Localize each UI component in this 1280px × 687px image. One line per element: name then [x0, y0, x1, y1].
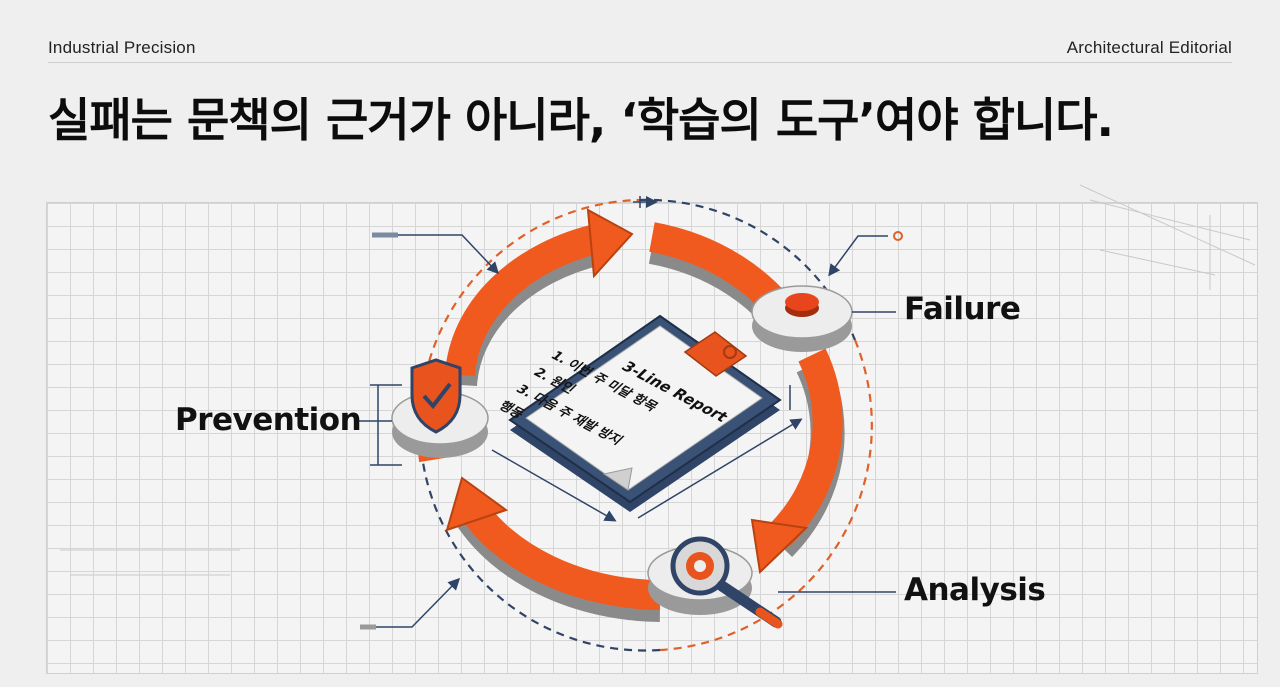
shield-check-icon	[410, 358, 462, 434]
failure-node	[751, 285, 853, 352]
prevention-node	[391, 358, 489, 458]
leader-lines	[354, 196, 903, 630]
header-right-label: Architectural Editorial	[1066, 38, 1232, 57]
page-headline: 실패는 문책의 근거가 아니라, ‘학습의 도구’여야 합니다.	[48, 93, 1114, 147]
dashed-ring	[418, 198, 873, 652]
failure-label: Failure	[904, 291, 1021, 327]
red-button-icon	[785, 293, 819, 311]
top-bar: Industrial Precision Architectural Edito…	[48, 34, 1232, 63]
header-left-label: Industrial Precision	[48, 38, 196, 57]
magnifier-gear-icon	[670, 536, 783, 629]
clipboard-report	[508, 314, 782, 512]
analysis-label: Analysis	[904, 572, 1046, 608]
prevention-label: Prevention	[175, 402, 362, 438]
sketch-lines	[60, 184, 1256, 576]
analysis-node	[647, 536, 783, 629]
